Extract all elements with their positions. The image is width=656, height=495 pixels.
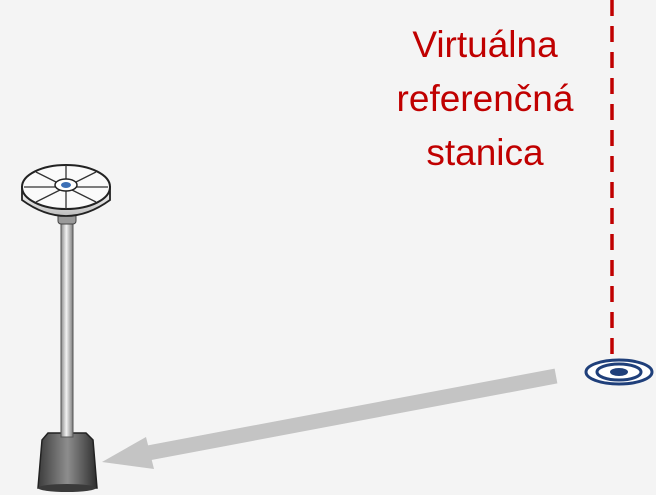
correction-arrow xyxy=(102,368,558,469)
virtual-reference-station-icon xyxy=(584,358,654,386)
gnss-rover-pole-icon xyxy=(21,164,111,492)
virtual-reference-station-label: Virtuálna referenčná stanica xyxy=(396,24,574,173)
